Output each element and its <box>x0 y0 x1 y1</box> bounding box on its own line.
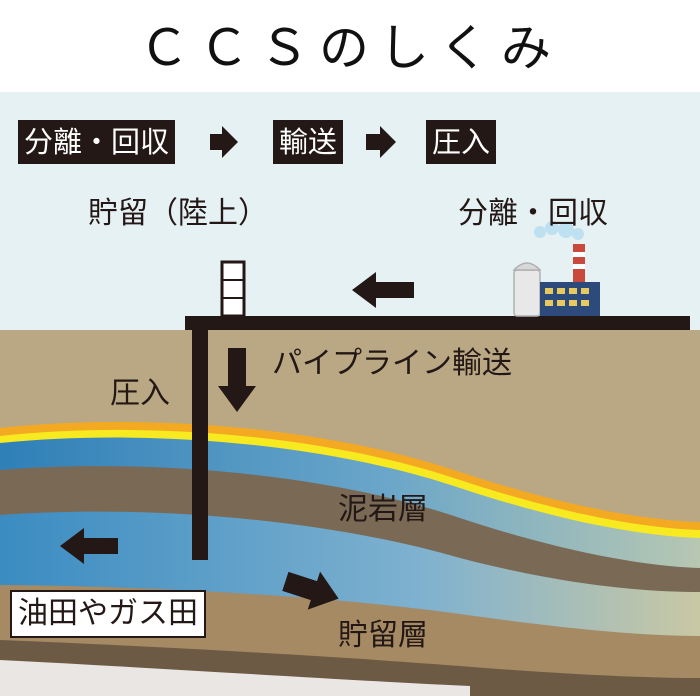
injection-well <box>192 316 208 560</box>
arrow-right-icon <box>210 126 238 158</box>
label-pipeline: パイプライン輸送 <box>272 346 512 381</box>
label-capture-plant: 分離・回収 <box>458 196 608 231</box>
step-injection: 圧入 <box>426 120 497 164</box>
label-storage-onshore: 貯留（陸上） <box>88 196 268 231</box>
step-capture: 分離・回収 <box>18 120 176 164</box>
arrow-left-icon <box>352 272 414 308</box>
label-injection: 圧入 <box>110 376 170 411</box>
factory-icon <box>512 221 600 317</box>
label-reservoir: 貯留層 <box>338 618 428 653</box>
arrow-right-icon <box>366 126 396 158</box>
label-mudstone: 泥岩層 <box>338 492 428 527</box>
pipeline-horizontal <box>185 316 690 330</box>
step-transport: 輸送 <box>273 120 344 164</box>
deep-white-band <box>0 660 470 696</box>
arrow-left-icon <box>60 528 118 564</box>
arrow-down-icon <box>218 348 256 412</box>
page-title: ＣＣＳのしくみ <box>139 19 561 77</box>
storage-tank-icon <box>220 260 246 318</box>
label-oil-gas-field: 油田やガス田 <box>10 590 206 638</box>
arrow-right-icon <box>282 571 339 610</box>
